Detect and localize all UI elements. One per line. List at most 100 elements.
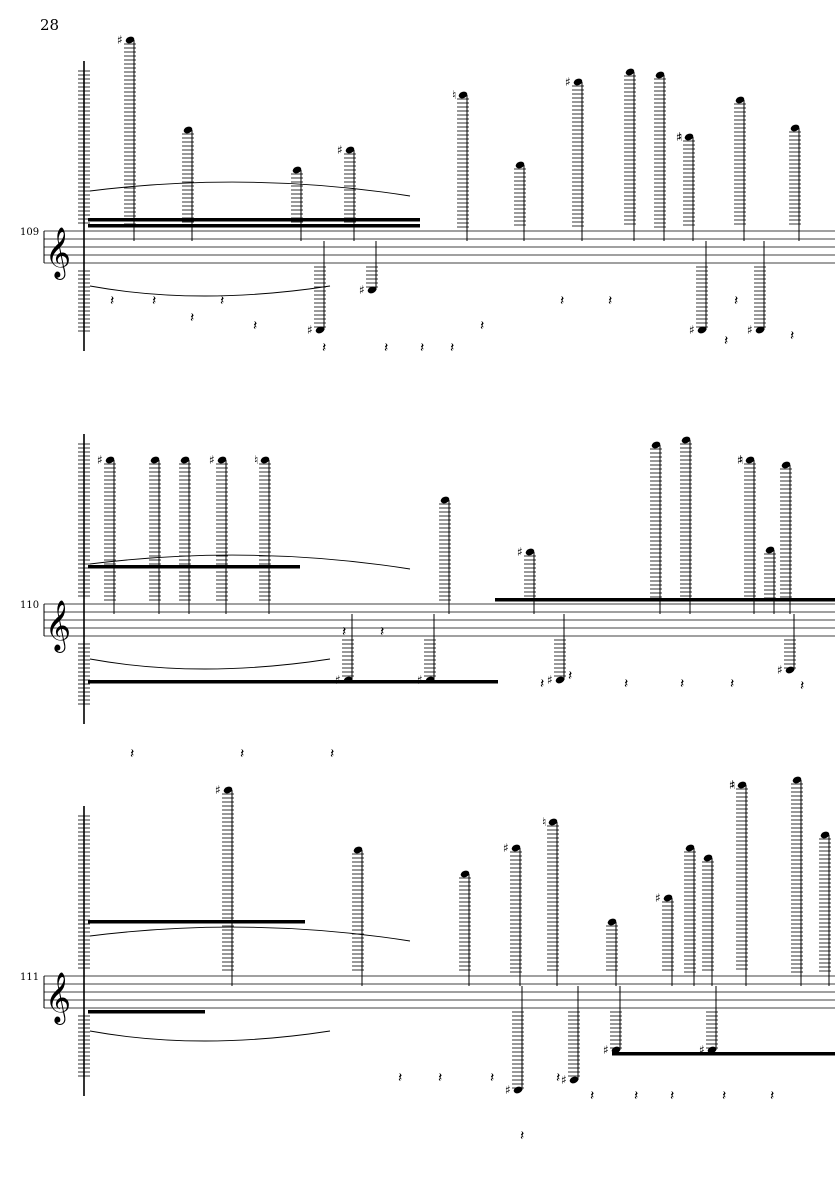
notehead (511, 844, 521, 852)
notehead (755, 326, 765, 334)
notehead (125, 36, 135, 44)
sharp-icon: ♯ (699, 1043, 705, 1057)
notehead (150, 456, 160, 464)
notehead (367, 286, 377, 294)
notehead (292, 166, 302, 174)
quarter-rest-icon: 𝄽 (590, 1088, 594, 1104)
natural-icon: ♮ (678, 130, 682, 144)
notehead (180, 456, 190, 464)
sharp-icon: ♯ (603, 1043, 609, 1057)
notehead (569, 1076, 579, 1084)
quarter-rest-icon: 𝄽 (624, 676, 628, 692)
treble-clef-icon: 𝄞 (45, 227, 71, 280)
quarter-rest-icon: 𝄽 (380, 624, 384, 640)
notehead (525, 548, 535, 556)
quarter-rest-icon: 𝄽 (130, 746, 134, 762)
tie (89, 554, 411, 570)
quarter-rest-icon: 𝄽 (540, 676, 544, 692)
system-2: 𝄞♯♯♮♯♯♮♯♯♯♯𝄽𝄽𝄽𝄽𝄽𝄽𝄽𝄽𝄽𝄽𝄽 (43, 434, 835, 762)
natural-icon: ♮ (739, 453, 743, 467)
quarter-rest-icon: 𝄽 (480, 318, 484, 334)
sharp-icon: ♯ (359, 283, 365, 297)
notehead (735, 96, 745, 104)
beam (612, 1052, 835, 1056)
quarter-rest-icon: 𝄽 (253, 318, 257, 334)
sharp-icon: ♯ (676, 130, 682, 144)
quarter-rest-icon: 𝄽 (770, 1088, 774, 1104)
quarter-rest-icon: 𝄽 (420, 340, 424, 356)
sharp-icon: ♯ (505, 1083, 511, 1097)
natural-icon: ♮ (731, 778, 735, 792)
quarter-rest-icon: 𝄽 (568, 668, 572, 684)
sharp-icon: ♯ (417, 673, 423, 687)
system-3: 𝄞♯♯♮♯♯♮♯♯♯♯𝄽𝄽𝄽𝄽𝄽𝄽𝄽𝄽𝄽𝄽 (43, 776, 835, 1144)
tie (89, 658, 331, 670)
sharp-icon: ♯ (117, 33, 123, 47)
quarter-rest-icon: 𝄽 (560, 293, 564, 309)
quarter-rest-icon: 𝄽 (384, 340, 388, 356)
sharp-icon: ♯ (655, 891, 661, 905)
quarter-rest-icon: 𝄽 (220, 293, 224, 309)
beam (495, 598, 835, 602)
notehead (785, 666, 795, 674)
quarter-rest-icon: 𝄽 (670, 1088, 674, 1104)
notehead (651, 441, 661, 449)
quarter-rest-icon: 𝄽 (790, 328, 794, 344)
natural-icon: ♮ (542, 815, 546, 829)
notehead (685, 844, 695, 852)
notehead (781, 461, 791, 469)
system-1: 𝄞♯♯♮♯♯♮♯♯♯♯𝄽𝄽𝄽𝄽𝄽𝄽𝄽𝄽𝄽𝄽𝄽𝄽𝄽𝄽𝄽 (43, 33, 835, 356)
quarter-rest-icon: 𝄽 (450, 340, 454, 356)
notehead (655, 71, 665, 79)
sharp-icon: ♯ (737, 453, 743, 467)
measure-number-109: 109 (20, 227, 40, 238)
quarter-rest-icon: 𝄽 (398, 1070, 402, 1086)
notehead (663, 894, 673, 902)
notehead (217, 456, 227, 464)
sharp-icon: ♯ (729, 778, 735, 792)
quarter-rest-icon: 𝄽 (322, 340, 326, 356)
quarter-rest-icon: 𝄽 (330, 746, 334, 762)
sharp-icon: ♯ (337, 143, 343, 157)
notehead (458, 91, 468, 99)
notehead (425, 676, 435, 684)
tie (89, 181, 411, 197)
notehead (548, 818, 558, 826)
quarter-rest-icon: 𝄽 (730, 676, 734, 692)
sharp-icon: ♯ (561, 1073, 567, 1087)
quarter-rest-icon: 𝄽 (342, 624, 346, 640)
page-number: 28 (40, 16, 60, 34)
sharp-icon: ♯ (307, 323, 313, 337)
notehead (223, 786, 233, 794)
notehead (460, 870, 470, 878)
quarter-rest-icon: 𝄽 (734, 293, 738, 309)
notehead (607, 918, 617, 926)
beam (88, 218, 420, 222)
notehead (315, 326, 325, 334)
treble-clef-icon: 𝄞 (45, 972, 71, 1025)
notehead (820, 831, 830, 839)
beam (88, 680, 498, 684)
quarter-rest-icon: 𝄽 (110, 293, 114, 309)
sharp-icon: ♯ (777, 663, 783, 677)
quarter-rest-icon: 𝄽 (634, 1088, 638, 1104)
quarter-rest-icon: 𝄽 (438, 1070, 442, 1086)
sharp-icon: ♯ (547, 673, 553, 687)
notehead (513, 1086, 523, 1094)
notehead (765, 546, 775, 554)
quarter-rest-icon: 𝄽 (800, 678, 804, 694)
beam (88, 565, 300, 569)
notehead (611, 1046, 621, 1054)
quarter-rest-icon: 𝄽 (490, 1070, 494, 1086)
quarter-rest-icon: 𝄽 (152, 293, 156, 309)
beam (88, 224, 420, 228)
notehead (345, 146, 355, 154)
sharp-icon: ♯ (503, 841, 509, 855)
sharp-icon: ♯ (335, 673, 341, 687)
tie (89, 926, 411, 942)
beam (88, 1010, 205, 1014)
notehead (555, 676, 565, 684)
sharp-icon: ♯ (209, 453, 215, 467)
treble-clef-icon: 𝄞 (45, 600, 71, 653)
notehead (707, 1046, 717, 1054)
